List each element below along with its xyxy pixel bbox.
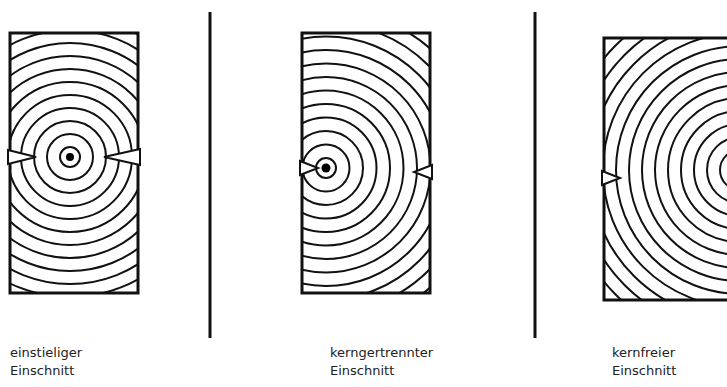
annual-ring (302, 118, 377, 219)
annual-ring (10, 56, 138, 258)
cut-label: kernfreier Einschnitt (612, 344, 676, 380)
annual-ring (616, 46, 727, 294)
annual-ring (10, 69, 138, 245)
annual-ring (604, 38, 727, 300)
pith (66, 153, 331, 173)
annual-ring (302, 64, 430, 273)
annual-ring (302, 33, 430, 293)
cut-label: einstieliger Einschnitt (10, 344, 82, 380)
annual-ring (604, 38, 727, 300)
annual-ring (302, 77, 417, 259)
annual-ring (302, 33, 430, 293)
annual-ring (694, 124, 727, 216)
annual-ring (681, 111, 727, 229)
cut-label: kerngertrennter Einschnitt (330, 344, 433, 380)
annual-ring (302, 33, 430, 293)
annual-ring (302, 91, 404, 246)
annual-ring (10, 33, 138, 293)
annual-ring (302, 33, 430, 293)
annual-ring (302, 33, 430, 293)
annual-ring (604, 38, 727, 300)
annual-ring (302, 33, 430, 293)
annual-ring (668, 98, 727, 242)
annual-rings (302, 33, 430, 293)
annual-ring (34, 121, 106, 193)
annual-ring (47, 134, 93, 180)
annual-ring (604, 38, 727, 300)
separator-line (210, 12, 535, 338)
annual-ring (302, 104, 390, 232)
annual-ring (720, 150, 727, 190)
annual-ring (302, 33, 430, 293)
annual-ring (302, 50, 430, 286)
annual-ring (60, 147, 80, 167)
annual-ring (707, 137, 727, 203)
saw-notch (8, 149, 620, 185)
annual-ring (10, 82, 138, 232)
annual-ring (302, 37, 430, 294)
annual-ring (10, 33, 138, 284)
annual-ring (655, 85, 727, 255)
beam-outline (10, 33, 727, 300)
annual-ring (302, 131, 363, 205)
annual-rings (604, 38, 727, 300)
annual-rings (10, 33, 138, 293)
annual-ring (10, 33, 138, 293)
annual-ring (302, 33, 430, 293)
annual-ring (642, 72, 727, 268)
annual-ring (10, 43, 138, 271)
